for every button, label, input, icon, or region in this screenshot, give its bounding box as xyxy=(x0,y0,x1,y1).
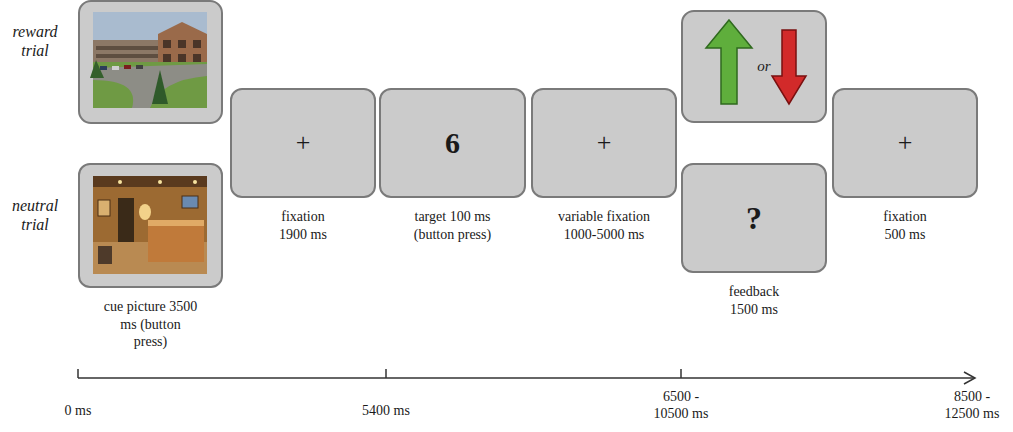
feedback-arrow-box xyxy=(682,11,826,122)
axis-arrowhead xyxy=(964,372,975,384)
screen-symbol: + xyxy=(597,130,612,156)
photo-window xyxy=(163,54,171,62)
time-axis xyxy=(78,369,975,384)
photo-window xyxy=(163,40,171,48)
axis-tick xyxy=(680,369,682,378)
photo-building xyxy=(93,40,161,64)
photo-window xyxy=(178,54,186,62)
screen-caption: fixation 1900 ms xyxy=(273,208,333,243)
screen-box: ?feedback 1500 ms xyxy=(681,163,827,273)
photo-sky xyxy=(93,12,207,108)
reward-cue-box xyxy=(79,1,222,123)
trial-label: reward trial xyxy=(2,22,68,60)
photo-desk xyxy=(148,220,204,262)
axis-tick xyxy=(77,369,79,378)
photo-frame xyxy=(182,196,198,208)
lobby-photo xyxy=(93,176,207,274)
time-label: 5400 ms xyxy=(351,403,421,420)
cue-box-outline xyxy=(79,1,222,123)
or-label: or xyxy=(755,57,773,75)
cue-box: cue picture 3500 ms (button press) xyxy=(78,163,223,288)
photo-window xyxy=(193,40,201,48)
photo-window xyxy=(193,54,201,62)
photo-car xyxy=(112,66,119,70)
screen-box: 6target 100 ms (button press) xyxy=(379,88,526,198)
screen-symbol: ? xyxy=(746,202,762,234)
feedback-box-outline xyxy=(682,11,826,122)
screen-caption: target 100 ms (button press) xyxy=(405,208,501,243)
screen-box: +fixation 1900 ms xyxy=(230,88,376,198)
photo-ceiling xyxy=(93,176,207,187)
screen-caption: variable fixation 1000-5000 ms xyxy=(548,208,660,243)
time-label: 0 ms xyxy=(48,403,108,420)
photo-lamp xyxy=(139,204,151,220)
photo-desk-top xyxy=(148,220,204,226)
screen-caption: feedback 1500 ms xyxy=(721,283,787,318)
photo-windows xyxy=(96,46,158,50)
photo-tree xyxy=(90,60,104,78)
time-label: 6500 - 10500 ms xyxy=(648,389,714,423)
photo-road xyxy=(93,64,207,108)
photo-window xyxy=(178,40,186,48)
photo-windows xyxy=(96,54,158,58)
screen-box: +variable fixation 1000-5000 ms xyxy=(531,88,677,198)
photo-light xyxy=(158,180,162,184)
axis-tick xyxy=(385,369,387,378)
photo-frame xyxy=(98,200,110,216)
time-label: 8500 - 12500 ms xyxy=(939,389,1005,423)
campus-photo xyxy=(90,12,207,108)
axis-line xyxy=(78,377,974,379)
photo-wall xyxy=(93,176,207,274)
screen-symbol: 6 xyxy=(445,128,460,158)
photo-light xyxy=(193,180,197,184)
trial-label: neutral trial xyxy=(2,196,68,234)
photo-tree xyxy=(152,70,168,104)
photo-car xyxy=(100,66,107,70)
photo-light xyxy=(118,180,122,184)
down-arrow xyxy=(772,30,806,104)
cue-box-fill xyxy=(79,164,222,287)
photo-doorway xyxy=(118,198,134,242)
screen-box: +fixation 500 ms xyxy=(832,88,978,198)
screen-symbol: + xyxy=(296,130,311,156)
photo-car xyxy=(136,65,143,69)
up-arrow xyxy=(706,20,752,104)
screen-symbol: + xyxy=(898,130,913,156)
photo-chair xyxy=(98,246,112,264)
screen-caption: fixation 500 ms xyxy=(875,208,935,243)
screen-caption: cue picture 3500 ms (button press) xyxy=(103,298,199,351)
photo-lawn xyxy=(93,62,207,108)
photo-car xyxy=(124,65,131,69)
neutral-cue-box xyxy=(79,164,222,287)
